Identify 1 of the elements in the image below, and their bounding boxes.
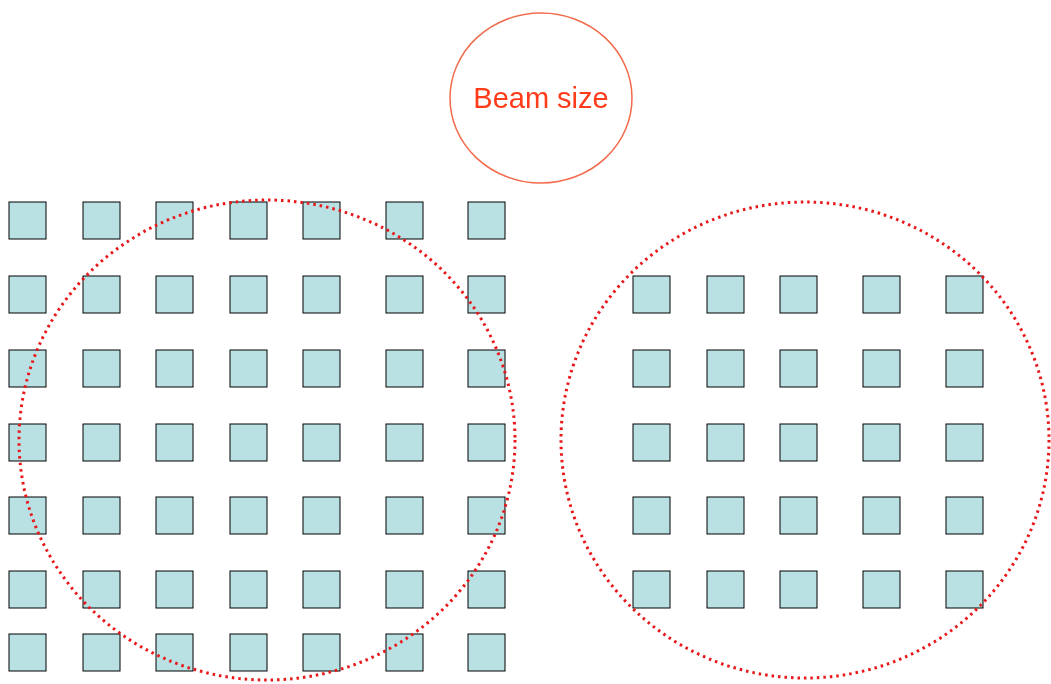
beam-label: Beam size bbox=[473, 81, 609, 115]
